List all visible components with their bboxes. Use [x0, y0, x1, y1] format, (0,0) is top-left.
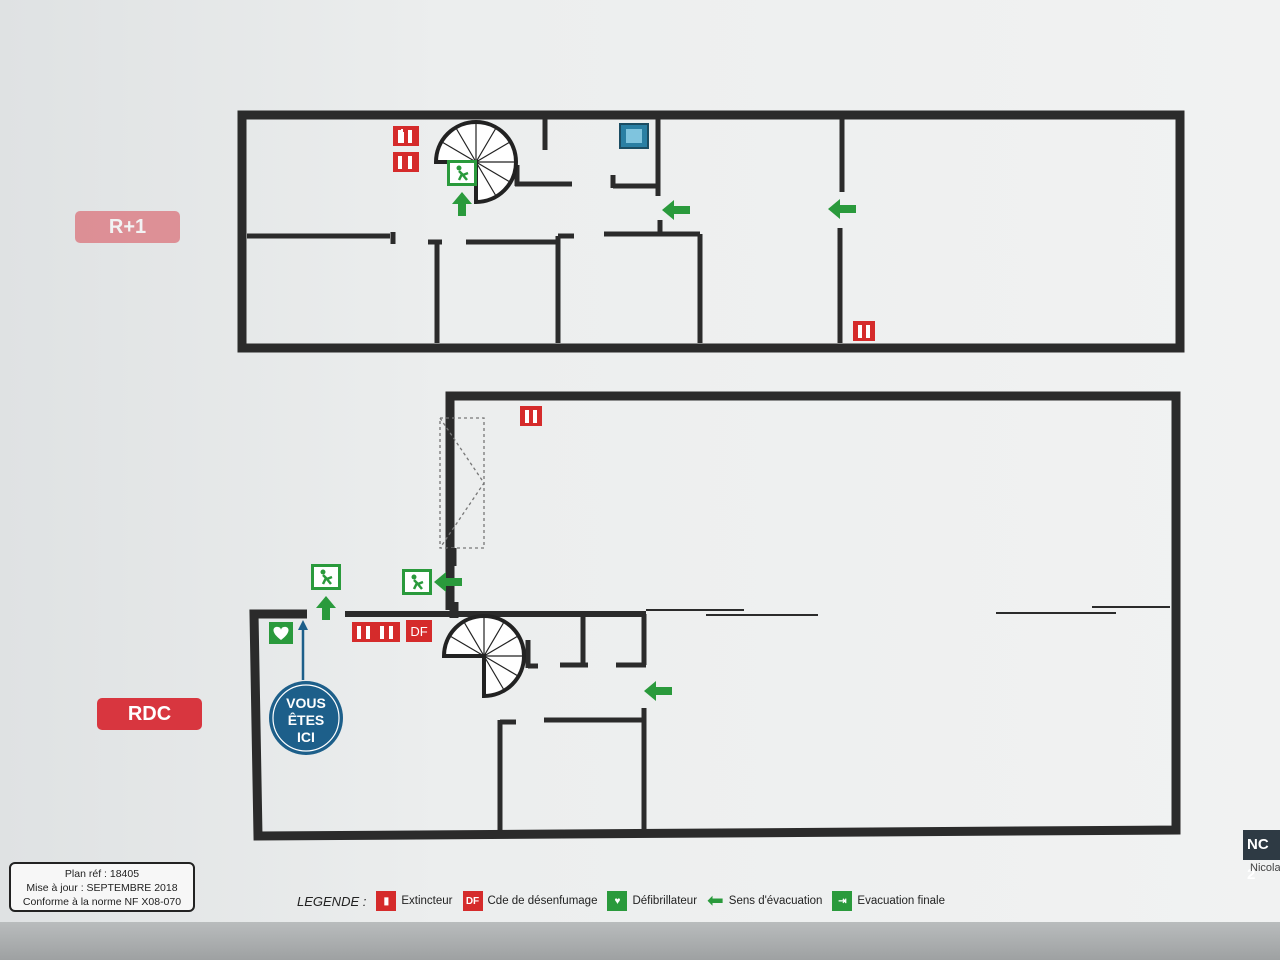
- evacuation-arrow-icon: [452, 192, 472, 216]
- defibrillator-icon: ♥: [607, 891, 628, 911]
- you-are-here-marker: VOUS ÊTES ICI: [269, 620, 343, 755]
- you-are-here-line2: ÊTES: [288, 711, 325, 728]
- level-badge-ground: RDC: [97, 698, 202, 730]
- evacuation-arrow-icon: [828, 199, 856, 219]
- legend-label: Sens d'évacuation: [728, 895, 823, 907]
- evacuation-plan: DF VOUS ÊTES ICI: [237, 110, 1185, 841]
- extinguisher-icon: [393, 126, 419, 146]
- legend-item-defibrillator: ♥ Défibrillateur: [607, 891, 697, 911]
- legend-item-smoke-control: DF Cde de désenfumage: [462, 891, 598, 911]
- plan-reference: Plan réf : 18405: [64, 868, 140, 880]
- legend-item-extinguisher: ▮ Extincteur: [376, 891, 453, 911]
- extinguisher-icon: [853, 321, 875, 341]
- extinguisher-icon: [393, 152, 419, 172]
- smoke-control-label: DF: [410, 624, 427, 639]
- legend-item-final-exit: ⇥ Evacuation finale: [832, 891, 945, 911]
- loading-door: [439, 417, 485, 549]
- spiral-stair-ground: [441, 614, 526, 699]
- shower-icon: [619, 123, 649, 149]
- you-are-here-line1: VOUS: [286, 695, 326, 711]
- extinguisher-icon: ▮: [376, 891, 397, 911]
- plan-update-date: Mise à jour : SEPTEMBRE 2018: [26, 882, 178, 894]
- final-exit-icon: [445, 158, 479, 188]
- extinguisher-icon: [520, 406, 542, 426]
- legend-label: Extincteur: [401, 895, 453, 907]
- evacuation-arrow-icon: [644, 681, 672, 701]
- you-are-here-line3: ICI: [297, 729, 315, 745]
- frame-bottom: [0, 922, 1280, 960]
- final-exit-icon: ⇥: [832, 891, 853, 911]
- final-exit-icon: [309, 562, 343, 592]
- evacuation-arrow-icon: ⬅: [707, 890, 724, 912]
- legend-label: Cde de désenfumage: [487, 895, 598, 907]
- plan-reference-box: Plan réf : 18405 Mise à jour : SEPTEMBRE…: [9, 862, 195, 912]
- floor-ground: DF VOUS ÊTES ICI: [249, 391, 1181, 841]
- smoke-control-icon: DF: [462, 891, 483, 911]
- legend-title: LEGENDE :: [297, 893, 367, 909]
- legend-label: Défibrillateur: [632, 895, 698, 907]
- plan-standard: Conforme à la norme NF X08-070: [22, 896, 182, 908]
- legend: LEGENDE : ▮ Extincteur DF Cde de désenfu…: [297, 886, 955, 916]
- brand-name: Nicola: [1250, 862, 1280, 874]
- final-exit-icon: [400, 567, 434, 597]
- floor-upper: [237, 110, 1185, 353]
- legend-item-evacuation-direction: ⬅ Sens d'évacuation: [707, 891, 822, 911]
- defibrillator-icon: [269, 622, 293, 644]
- plan-plate: [0, 0, 1280, 922]
- smoke-control-icon: DF: [406, 620, 432, 642]
- legend-label: Evacuation finale: [857, 895, 946, 907]
- brand-logo: NC 2: [1243, 830, 1280, 883]
- level-badge-upper: R+1: [75, 211, 180, 243]
- extinguisher-icon: [352, 622, 400, 642]
- evacuation-arrow-icon: [662, 200, 690, 220]
- evacuation-arrow-icon: [316, 596, 336, 620]
